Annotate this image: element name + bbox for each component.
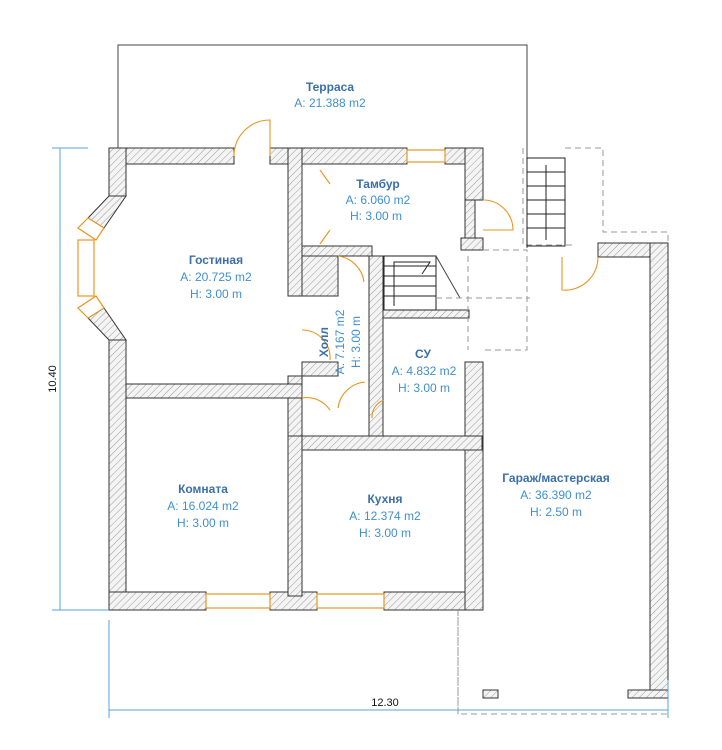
label-hall: Холл A: 7.167 m2 H: 3.00 m (317, 309, 363, 374)
garage-outline (457, 147, 669, 715)
label-su: СУ A: 4.832 m2 H: 3.00 m (392, 347, 457, 395)
room-area-kuhnya: A: 12.374 m2 (349, 509, 421, 523)
label-kuhnya: Кухня A: 12.374 m2 H: 3.00 m (349, 492, 421, 540)
room-area-gostinaya: A: 20.725 m2 (180, 270, 252, 284)
room-area-komnata: A: 16.024 m2 (167, 499, 239, 513)
dimension-lines (52, 147, 669, 718)
room-area-garage: A: 36.390 m2 (520, 488, 592, 502)
exterior-walls (87, 147, 669, 699)
room-height-komnata: H: 3.00 m (177, 516, 229, 530)
room-name-hall: Холл (317, 327, 331, 357)
room-area-su: A: 4.832 m2 (392, 364, 457, 378)
room-height-gostinaya: H: 3.00 m (190, 287, 242, 301)
label-gostinaya: Гостиная A: 20.725 m2 H: 3.00 m (180, 253, 252, 301)
terrace-outline (117, 44, 528, 248)
room-height-su: H: 3.00 m (398, 381, 450, 395)
interior-walls (125, 147, 484, 597)
room-name-su: СУ (415, 347, 432, 361)
room-name-terrace: Терраса (306, 80, 355, 94)
room-height-garage: H: 2.50 m (530, 505, 582, 519)
label-terrace: Терраса A: 21.388 m2 (294, 80, 366, 110)
label-garage: Гараж/мастерская A: 36.390 m2 H: 2.50 m (502, 471, 609, 519)
room-name-kuhnya: Кухня (367, 492, 402, 506)
room-height-kuhnya: H: 3.00 m (359, 526, 411, 540)
bay-window (77, 217, 105, 319)
windows (205, 149, 446, 609)
room-area-hall: A: 7.167 m2 (333, 309, 347, 374)
room-name-tambur: Тамбур (356, 177, 400, 191)
label-komnata: Комната A: 16.024 m2 H: 3.00 m (167, 482, 239, 530)
doors (233, 119, 599, 419)
room-name-komnata: Комната (178, 482, 228, 496)
room-area-terrace: A: 21.388 m2 (294, 96, 366, 110)
room-name-gostinaya: Гостиная (189, 253, 243, 267)
room-height-tambur: H: 3.00 m (350, 209, 402, 223)
room-area-tambur: A: 6.060 m2 (346, 193, 411, 207)
dashed-lines (457, 249, 528, 714)
label-tambur: Тамбур A: 6.060 m2 H: 3.00 m (346, 177, 411, 223)
stairs-main (383, 255, 530, 311)
room-name-garage: Гараж/мастерская (502, 471, 609, 485)
room-height-hall: H: 3.00 m (349, 316, 363, 368)
dimension-width: 12.30 (371, 697, 399, 709)
stairs-exterior (526, 157, 566, 247)
dimension-height: 10.40 (47, 365, 59, 393)
